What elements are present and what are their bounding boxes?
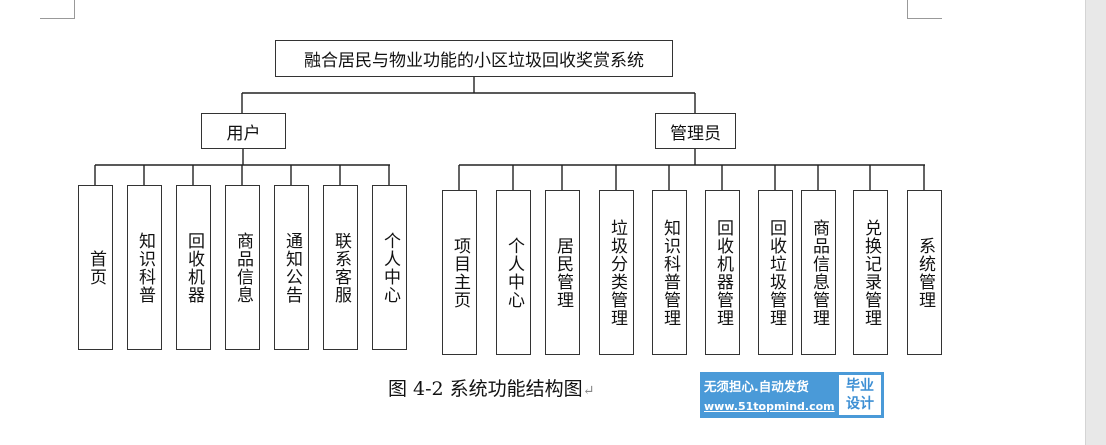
page-corner-mark-left bbox=[40, 0, 75, 19]
admin-child-node: 垃圾分类管理 bbox=[599, 190, 634, 355]
user-child-node: 知识科普 bbox=[127, 185, 162, 350]
watermark-banner[interactable]: 无须担心.自动发货 www.51topmind.com 毕业设计 bbox=[700, 372, 884, 418]
admin-child-label: 回收垃圾管理 bbox=[766, 218, 786, 327]
admin-child-node: 兑换记录管理 bbox=[853, 190, 888, 355]
root-label: 融合居民与物业功能的小区垃圾回收奖赏系统 bbox=[304, 51, 644, 71]
admin-node: 管理员 bbox=[655, 113, 736, 149]
admin-child-node: 知识科普管理 bbox=[652, 190, 687, 355]
figure-caption: 图 4-2 系统功能结构图↵ bbox=[388, 374, 594, 401]
admin-child-label: 系统管理 bbox=[915, 236, 935, 309]
admin-child-node: 项目主页 bbox=[442, 190, 477, 355]
user-child-label: 联系客服 bbox=[331, 231, 351, 304]
admin-child-label: 项目主页 bbox=[450, 236, 470, 309]
badge-line2: 设计 bbox=[846, 396, 874, 412]
paragraph-mark: ↵ bbox=[582, 383, 595, 399]
admin-child-label: 知识科普管理 bbox=[660, 218, 680, 327]
user-child-label: 知识科普 bbox=[135, 231, 155, 304]
page-corner-mark-right bbox=[907, 0, 942, 19]
watermark-url[interactable]: www.51topmind.com bbox=[704, 400, 835, 413]
admin-child-node: 回收垃圾管理 bbox=[758, 190, 793, 355]
admin-child-label: 商品信息管理 bbox=[809, 218, 829, 327]
vertical-scrollbar[interactable] bbox=[1085, 0, 1106, 445]
admin-child-label: 兑换记录管理 bbox=[861, 218, 881, 327]
root-node: 融合居民与物业功能的小区垃圾回收奖赏系统 bbox=[275, 40, 673, 77]
admin-label: 管理员 bbox=[670, 123, 721, 144]
badge-line1: 毕业 bbox=[846, 378, 874, 394]
user-child-node: 通知公告 bbox=[274, 185, 309, 350]
admin-child-node: 回收机器管理 bbox=[705, 190, 740, 355]
user-child-label: 商品信息 bbox=[233, 231, 253, 304]
admin-child-label: 居民管理 bbox=[553, 236, 573, 309]
user-child-label: 个人中心 bbox=[380, 231, 400, 304]
admin-child-node: 系统管理 bbox=[907, 190, 942, 355]
admin-child-node: 个人中心 bbox=[496, 190, 531, 355]
user-child-label: 首页 bbox=[86, 249, 106, 286]
admin-child-node: 居民管理 bbox=[545, 190, 580, 355]
watermark-slogan: 无须担心.自动发货 bbox=[704, 379, 809, 394]
user-child-node: 回收机器 bbox=[176, 185, 211, 350]
user-child-node: 商品信息 bbox=[225, 185, 260, 350]
user-child-node: 联系客服 bbox=[323, 185, 358, 350]
caption-text: 图 4-2 系统功能结构图 bbox=[388, 378, 583, 400]
user-child-node: 个人中心 bbox=[372, 185, 407, 350]
user-child-node: 首页 bbox=[78, 185, 113, 350]
admin-child-label: 回收机器管理 bbox=[713, 218, 733, 327]
admin-child-label: 个人中心 bbox=[504, 236, 524, 309]
user-child-label: 通知公告 bbox=[282, 231, 302, 304]
admin-child-label: 垃圾分类管理 bbox=[607, 218, 627, 327]
user-node: 用户 bbox=[201, 113, 286, 149]
watermark-badge: 毕业设计 bbox=[839, 375, 881, 415]
admin-child-node: 商品信息管理 bbox=[801, 190, 836, 355]
user-child-label: 回收机器 bbox=[184, 231, 204, 304]
user-label: 用户 bbox=[226, 123, 261, 144]
